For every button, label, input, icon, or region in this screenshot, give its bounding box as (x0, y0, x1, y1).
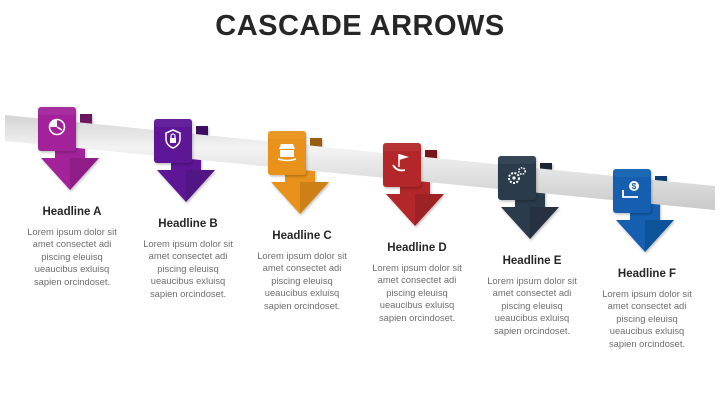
svg-text:$: $ (632, 182, 637, 191)
step-headline: Headline E (502, 255, 562, 267)
step-badge-c (268, 131, 306, 175)
speedometer-icon (48, 118, 66, 136)
step-b: Headline B Lorem ipsum dolor sit amet con… (140, 218, 236, 300)
step-badge-d (383, 143, 421, 187)
gears-icon (508, 167, 526, 184)
step-headline: Headline C (272, 230, 332, 242)
step-body-text: Lorem ipsum dolor sit amet consectet adi… (602, 288, 692, 349)
step-body-text: Lorem ipsum dolor sit amet consectet adi… (372, 262, 462, 323)
step-c: Headline C Lorem ipsum dolor sit amet con… (254, 230, 350, 312)
step-headline: Headline F (617, 268, 677, 280)
money-hand-icon: $ (622, 181, 639, 198)
diagonal-band (5, 115, 715, 210)
step-badge-e (498, 156, 536, 200)
step-badge-a (38, 107, 76, 151)
step-d: Headline D Lorem ipsum dolor sit amet con… (369, 242, 465, 324)
step-headline: Headline B (158, 218, 218, 230)
slide-title: CASCADE ARROWS (215, 10, 505, 42)
step-badge-f: $ (613, 169, 651, 213)
package-hand-icon (277, 144, 297, 162)
shield-lock-icon (165, 129, 181, 149)
step-a: Headline A Lorem ipsum dolor sit amet con… (24, 206, 120, 288)
step-headline: Headline A (42, 206, 102, 218)
step-body-text: Lorem ipsum dolor sit amet consectet adi… (487, 275, 577, 336)
step-body-text: Lorem ipsum dolor sit amet consectet adi… (27, 226, 117, 287)
step-headline: Headline D (387, 242, 447, 254)
step-body-text: Lorem ipsum dolor sit amet consectet adi… (143, 238, 233, 299)
step-badge-b (154, 119, 192, 163)
flag-hand-icon (392, 154, 409, 172)
step-e: Headline E Lorem ipsum dolor sit amet con… (484, 255, 580, 337)
step-body-text: Lorem ipsum dolor sit amet consectet adi… (257, 250, 347, 311)
step-f: Headline F Lorem ipsum dolor sit amet con… (599, 268, 695, 350)
